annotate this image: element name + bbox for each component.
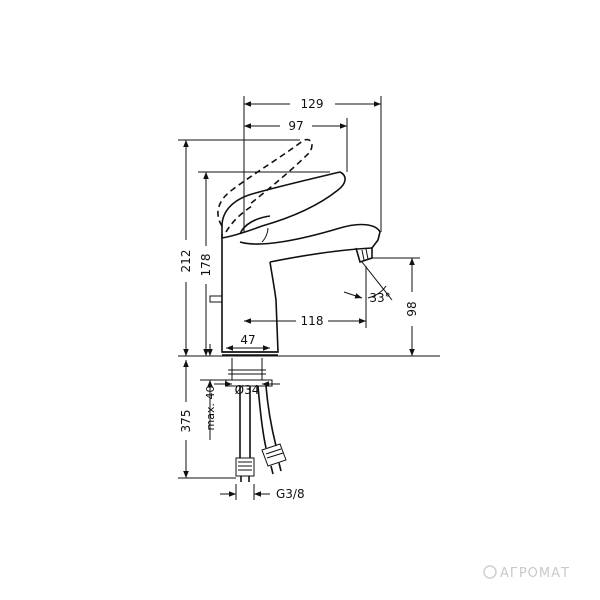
- dim-max-thickness: max. 40: [200, 344, 226, 440]
- dim-lever-height-label: 178: [199, 254, 213, 277]
- dim-spout-angle: 33°: [343, 261, 393, 305]
- dim-hose-length-label: 375: [179, 410, 193, 433]
- watermark: АГРОМАТ: [483, 565, 570, 581]
- dim-body-width-label: 47: [240, 333, 255, 347]
- lever-handle: [221, 171, 346, 243]
- dim-hose-length: 375: [178, 360, 236, 479]
- dim-overall-height: 212: [178, 139, 300, 356]
- dim-lever-reach-label: 97: [288, 119, 303, 133]
- dim-overall-width-label: 129: [301, 97, 324, 111]
- dim-hole-diameter: Ø34: [214, 381, 280, 397]
- dim-overall-width: 129: [243, 96, 382, 232]
- dim-connection-label: G3/8: [276, 487, 305, 501]
- dim-spout-height: 98: [372, 257, 420, 356]
- dim-spout-height-label: 98: [405, 301, 419, 316]
- dim-body-width: 47: [226, 333, 270, 351]
- dim-lever-reach: 97: [244, 118, 348, 172]
- dim-connection: G3/8: [220, 484, 305, 501]
- dim-overall-height-label: 212: [179, 250, 193, 273]
- lever-raised-outline: [217, 138, 313, 233]
- faucet-body: [209, 223, 381, 356]
- dim-lever-height: 178: [198, 171, 330, 356]
- dim-spout-reach-label: 118: [301, 314, 324, 328]
- dim-hole-diameter-label: Ø34: [235, 383, 260, 397]
- supply-hoses: [225, 358, 287, 482]
- dim-spout-angle-label: 33°: [369, 291, 390, 305]
- dim-spout-reach: 118: [244, 266, 367, 328]
- dim-max-thickness-label: max. 40: [204, 386, 217, 431]
- watermark-text: АГРОМАТ: [500, 566, 570, 581]
